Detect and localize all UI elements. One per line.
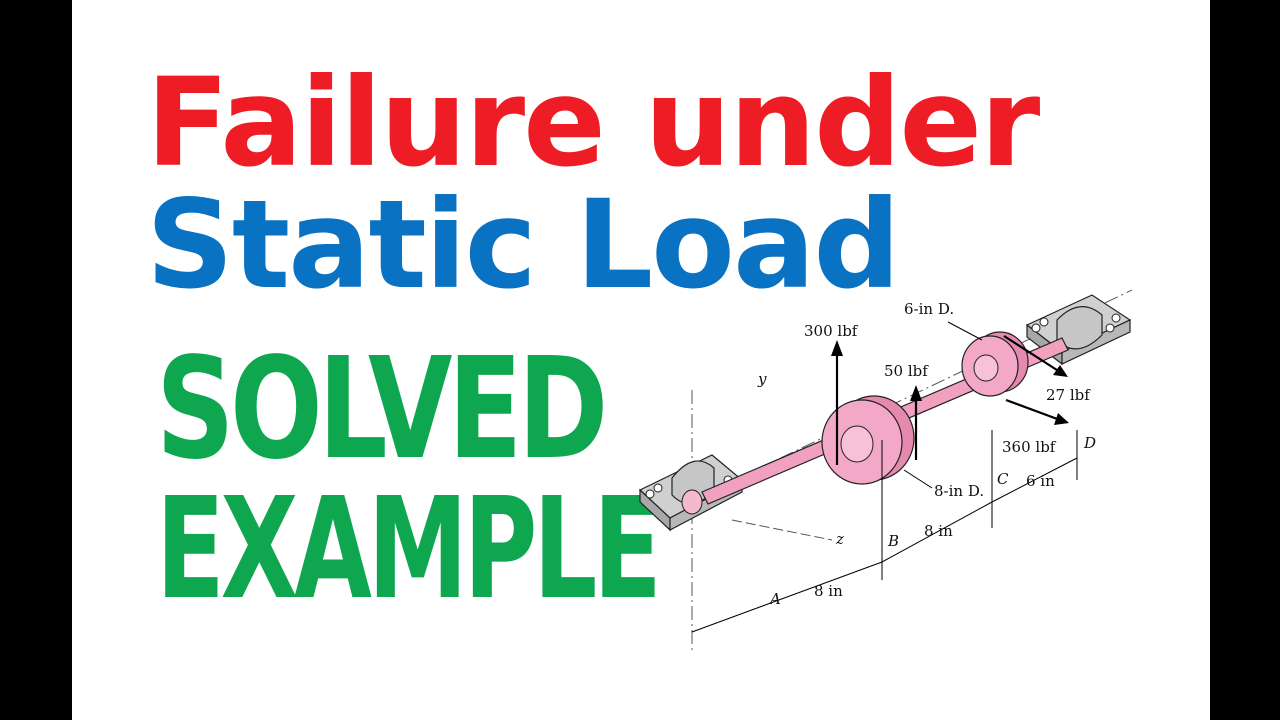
title-line-4: EXAMPLE xyxy=(156,468,662,631)
dimension-lines xyxy=(691,430,1078,633)
label-point-c: C xyxy=(997,470,1009,488)
label-point-b: B xyxy=(887,532,899,550)
bearing-d xyxy=(1025,294,1132,366)
label-axis-y: y xyxy=(757,370,767,388)
letterbox-right xyxy=(1210,0,1280,720)
label-point-d: D xyxy=(1083,434,1096,452)
title-line-1: Failure under xyxy=(146,52,1040,194)
title-line-2: Static Load xyxy=(146,174,901,316)
label-27-lbf: 27 lbf xyxy=(1046,386,1091,404)
shaft-diagram: 300 lbf 50 lbf 27 lbf 360 lbf 6-in D. 8-… xyxy=(638,289,1132,650)
label-axis-z: z xyxy=(835,530,844,548)
leader-6in xyxy=(947,321,983,341)
leader-8in xyxy=(903,469,933,489)
label-50-lbf: 50 lbf xyxy=(884,362,929,380)
label-300-lbf: 300 lbf xyxy=(804,322,859,340)
label-6in-d: 6-in D. xyxy=(904,300,954,318)
arrow-50-lbf xyxy=(910,385,922,460)
arrow-27-lbf xyxy=(1003,335,1068,377)
label-dim-ab: 8 in xyxy=(814,582,843,600)
thumbnail-canvas: Failure under Static Load SOLVED EXAMPLE xyxy=(72,0,1210,720)
label-point-a: A xyxy=(768,590,781,608)
label-8in-d: 8-in D. xyxy=(934,482,984,500)
label-dim-bc: 8 in xyxy=(924,522,953,540)
gear-small xyxy=(961,331,1029,397)
arrow-300-lbf xyxy=(831,340,843,465)
gear-large xyxy=(821,395,915,485)
letterbox-left xyxy=(0,0,72,720)
label-dim-cd: 6 in xyxy=(1026,472,1055,490)
label-360-lbf: 360 lbf xyxy=(1002,438,1057,456)
arrow-360-lbf xyxy=(1005,398,1069,425)
title-line-3: SOLVED xyxy=(156,328,608,491)
axis-z-line xyxy=(731,519,833,541)
